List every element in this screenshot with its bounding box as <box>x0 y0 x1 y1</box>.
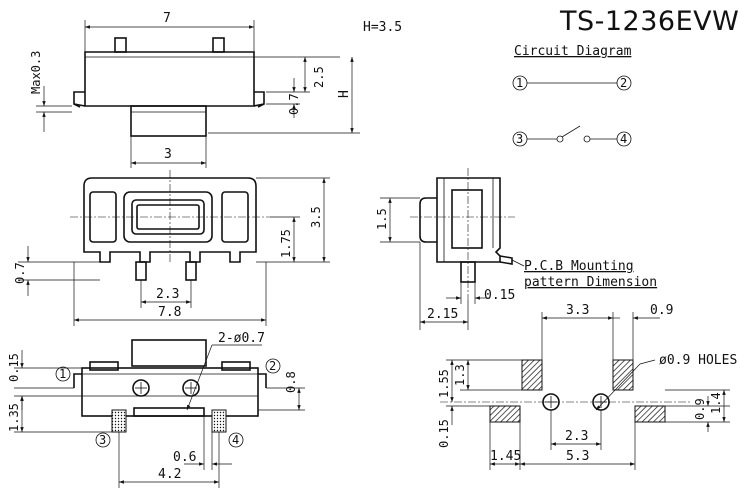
pcb-holes-label: ø0.9 HOLES <box>659 353 737 368</box>
front-dim-body: 2.5 <box>312 66 326 88</box>
bottom-dim-gap: 0.6 <box>173 450 196 465</box>
front-dim-lead: 0.7 <box>287 93 301 115</box>
front-dim-width: 7 <box>163 11 171 26</box>
top-dim-pin: 0.7 <box>13 262 27 284</box>
front-dim-max: Max0.3 <box>29 51 43 94</box>
pcb-heading-line1: P.C.B Mounting <box>524 259 634 274</box>
bottom-view: 1 2 3 4 2-ø0.7 0.15 1.35 0.8 0.6 4 <box>7 331 305 488</box>
front-dim-stem: 3 <box>164 147 172 162</box>
bottom-dim-pitch: 4.2 <box>158 467 181 482</box>
bottom-dim-top: 0.15 <box>7 353 21 382</box>
bottom-pin-1: 1 <box>59 367 66 381</box>
circuit-heading: Circuit Diagram <box>514 44 632 59</box>
bottom-holes-label: 2-ø0.7 <box>218 331 265 346</box>
pcb-dim-pad-w: 0.9 <box>650 303 673 318</box>
bottom-dim-right: 0.8 <box>284 371 298 393</box>
pcb-dim-pad-h: 1.3 <box>453 364 467 386</box>
pcb-dim-lower: 1.4 <box>709 392 723 414</box>
pcb-heading: P.C.B Mounting pattern Dimension <box>511 259 657 290</box>
bottom-pin-2: 2 <box>269 359 276 373</box>
pcb-dim-edge: 1.45 <box>490 449 521 464</box>
top-dim-overall: 7.8 <box>158 305 181 320</box>
front-view: 7 Max0.3 2.5 H 0.7 3 <box>29 11 360 168</box>
side-dim-button: 1.5 <box>375 208 389 230</box>
top-dim-half: 1.75 <box>279 229 293 258</box>
pcb-dim-pad-h2: 0.9 <box>693 398 707 420</box>
bottom-pin-3: 3 <box>99 433 106 447</box>
pcb-dim-upper: 1.55 <box>437 369 451 398</box>
bottom-dim-left: 1.35 <box>7 403 21 432</box>
top-view: 3.5 1.75 0.7 2.3 7.8 <box>13 170 330 326</box>
front-dim-h: H <box>337 90 352 98</box>
side-view: 1.5 0.15 2.15 <box>375 168 515 330</box>
part-number-title: TS-1236EVW <box>559 6 739 37</box>
side-dim-lead: 0.15 <box>484 288 515 303</box>
top-dim-height: 3.5 <box>309 206 323 228</box>
pcb-dim-gap: 0.15 <box>437 419 451 448</box>
bottom-pin-4: 4 <box>232 433 239 447</box>
top-dim-pitch: 2.3 <box>156 287 179 302</box>
pcb-heading-line2: pattern Dimension <box>524 275 657 290</box>
circuit-diagram: Circuit Diagram 1 2 3 4 <box>512 44 632 147</box>
circuit-pin-2: 2 <box>620 76 627 90</box>
height-note: H=3.5 <box>363 20 402 35</box>
pcb-pattern: ø0.9 HOLES 3.3 0.9 1.55 1.3 0.15 0.9 1.4 <box>437 303 737 470</box>
pcb-dim-span: 3.3 <box>566 303 589 318</box>
side-dim-offset: 2.15 <box>427 307 458 322</box>
circuit-pin-4: 4 <box>620 132 627 146</box>
pcb-dim-pitch: 2.3 <box>565 429 588 444</box>
circuit-pin-3: 3 <box>516 132 523 146</box>
circuit-pin-1: 1 <box>516 76 523 90</box>
pcb-dim-overall: 5.3 <box>566 449 589 464</box>
